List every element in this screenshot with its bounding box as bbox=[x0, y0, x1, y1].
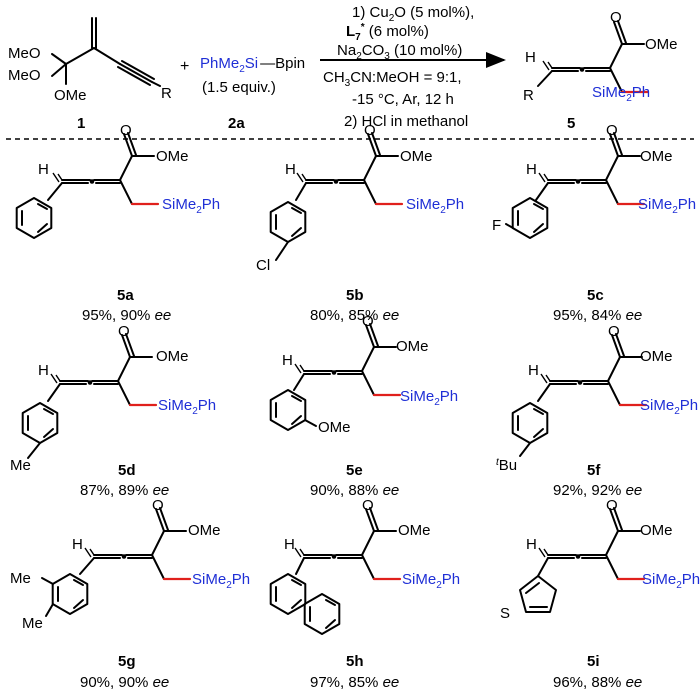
product-5g-methyl-a: Me bbox=[10, 570, 31, 587]
yield-5b: 80%, 85% ee bbox=[310, 307, 399, 324]
reactant-1-r-group: R bbox=[161, 85, 172, 102]
product-5i-ester: OMe bbox=[640, 522, 673, 539]
product-5g-silyl: SiMe2Ph bbox=[192, 571, 250, 591]
reagent-2a-name: PhMe2Si—Bpin bbox=[200, 55, 305, 75]
product-5b-ester: OMe bbox=[400, 148, 433, 165]
product-5a-silyl: SiMe2Ph bbox=[162, 196, 220, 216]
product-5a-structure bbox=[15, 131, 160, 239]
product-5d-carbonyl-o: O bbox=[118, 323, 130, 340]
yield-5i: 96%, 88% ee bbox=[553, 674, 642, 691]
compound-label-5b: 5b bbox=[346, 287, 364, 304]
reactant-1-ome: OMe bbox=[54, 87, 87, 104]
yield-5a: 95%, 90% ee bbox=[82, 307, 171, 324]
product-5-structure bbox=[537, 19, 650, 94]
conditions-line-6: 2) HCl in methanol bbox=[344, 113, 468, 130]
product-5g-structure bbox=[41, 506, 192, 617]
compound-label-5g: 5g bbox=[118, 653, 136, 670]
product-5d-ester: OMe bbox=[156, 348, 189, 365]
compound-label-5e: 5e bbox=[346, 462, 363, 479]
product-5c-silyl: SiMe2Ph bbox=[638, 196, 696, 216]
product-5i-h: H bbox=[526, 536, 537, 553]
product-5d-h: H bbox=[38, 362, 49, 379]
compound-label-5f: 5f bbox=[587, 462, 601, 479]
product-5h-structure bbox=[269, 506, 402, 635]
product-5b-silyl: SiMe2Ph bbox=[406, 196, 464, 216]
compound-label-5: 5 bbox=[567, 115, 575, 132]
product-5-ester: OMe bbox=[645, 36, 678, 53]
compound-label-5h: 5h bbox=[346, 653, 364, 670]
product-5c-fluoro: F bbox=[492, 217, 501, 234]
product-5d-structure bbox=[21, 332, 158, 459]
reactant-1-meo-top: MeO bbox=[8, 45, 41, 62]
conditions-line-4: CH3CN:MeOH = 9:1, bbox=[323, 69, 462, 89]
yield-5c: 95%, 84% ee bbox=[553, 307, 642, 324]
conditions-line-1: 1) Cu2O (5 mol%), bbox=[352, 4, 474, 24]
product-5i-carbonyl-o: O bbox=[606, 497, 618, 514]
yield-5g: 90%, 90% ee bbox=[80, 674, 169, 691]
yield-5e: 90%, 88% ee bbox=[310, 482, 399, 499]
product-5e-structure bbox=[269, 322, 402, 431]
product-5-h: H bbox=[525, 49, 536, 66]
reactant-1-structure bbox=[51, 17, 161, 87]
product-5d-silyl: SiMe2Ph bbox=[158, 397, 216, 417]
product-5b-h: H bbox=[285, 161, 296, 178]
product-5b-carbonyl-o: O bbox=[364, 122, 376, 139]
compound-label-5a: 5a bbox=[117, 287, 134, 304]
yield-5f: 92%, 92% ee bbox=[553, 482, 642, 499]
product-5a-carbonyl-o: O bbox=[120, 122, 132, 139]
product-5b-chloro: Cl bbox=[256, 257, 270, 274]
product-5h-h: H bbox=[284, 536, 295, 553]
product-5-carbonyl-o: O bbox=[610, 9, 622, 26]
yield-5d: 87%, 89% ee bbox=[80, 482, 169, 499]
product-5b-structure bbox=[269, 131, 404, 261]
conditions-line-2: L7* (6 mol%) bbox=[346, 22, 429, 43]
product-5i-sulfur: S bbox=[500, 605, 510, 622]
product-5e-h: H bbox=[282, 352, 293, 369]
product-5e-carbonyl-o: O bbox=[362, 313, 374, 330]
product-5a-h: H bbox=[38, 161, 49, 178]
product-5i-structure bbox=[519, 506, 646, 613]
compound-label-5i: 5i bbox=[587, 653, 600, 670]
product-5f-carbonyl-o: O bbox=[608, 323, 620, 340]
product-5c-carbonyl-o: O bbox=[606, 122, 618, 139]
yield-5h: 97%, 85% ee bbox=[310, 674, 399, 691]
product-5g-ester: OMe bbox=[188, 522, 221, 539]
product-5f-silyl: SiMe2Ph bbox=[640, 397, 698, 417]
product-5f-ester: OMe bbox=[640, 348, 673, 365]
compound-label-5c: 5c bbox=[587, 287, 604, 304]
product-5d-methyl: Me bbox=[10, 457, 31, 474]
product-5e-silyl: SiMe2Ph bbox=[400, 388, 458, 408]
product-5g-methyl-b: Me bbox=[22, 615, 43, 632]
product-5c-h: H bbox=[526, 161, 537, 178]
compound-label-2a: 2a bbox=[228, 115, 245, 132]
product-5a-ester: OMe bbox=[156, 148, 189, 165]
plus-sign: + bbox=[180, 58, 189, 75]
product-5c-ester: OMe bbox=[640, 148, 673, 165]
product-5f-structure bbox=[511, 332, 648, 457]
product-5-silyl: SiMe2Ph bbox=[592, 84, 650, 104]
reagent-2a-equiv: (1.5 equiv.) bbox=[202, 79, 276, 96]
product-5f-tert-butyl: tBu bbox=[496, 457, 517, 474]
product-5i-silyl: SiMe2Ph bbox=[642, 571, 700, 591]
compound-label-5d: 5d bbox=[118, 462, 136, 479]
reactant-1-meo-mid: MeO bbox=[8, 67, 41, 84]
conditions-line-5: -15 °C, Ar, 12 h bbox=[352, 91, 454, 108]
product-5g-carbonyl-o: O bbox=[152, 497, 164, 514]
product-5h-silyl: SiMe2Ph bbox=[402, 571, 460, 591]
product-5h-ester: OMe bbox=[398, 522, 431, 539]
compound-label-1: 1 bbox=[77, 115, 85, 132]
product-5g-h: H bbox=[72, 536, 83, 553]
product-5f-h: H bbox=[528, 362, 539, 379]
conditions-line-3: Na2CO3 (10 mol%) bbox=[337, 42, 462, 62]
product-5h-carbonyl-o: O bbox=[362, 497, 374, 514]
product-5c-structure bbox=[505, 131, 646, 239]
product-5-r-group: R bbox=[523, 87, 534, 104]
product-5e-methoxy: OMe bbox=[318, 419, 351, 436]
product-5e-ester: OMe bbox=[396, 338, 429, 355]
